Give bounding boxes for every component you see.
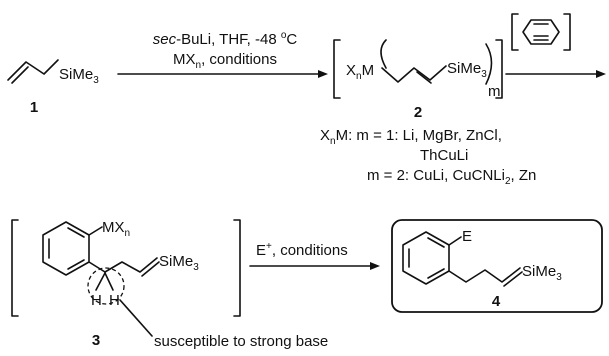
benzene-ring-3: [42, 221, 90, 276]
compound-2-double-bond: [416, 71, 432, 84]
step-1-arrow: [117, 70, 328, 78]
benzyne-reagent: [511, 13, 571, 51]
paren-left: [380, 39, 387, 69]
step-2-arrow-top: [505, 70, 606, 78]
compound-3-group: SiMe3: [159, 253, 199, 273]
left-bracket-3: [11, 219, 19, 317]
compound-2-label: 2: [414, 104, 422, 121]
compound-3-metal: MXn: [102, 219, 130, 239]
step-2-reagents: E+, conditions: [256, 241, 348, 259]
metal-list-line-3: m = 2: CuLi, CuCNLi2, Zn: [367, 167, 536, 187]
compound-4: E SiMe3 4: [391, 219, 603, 313]
highlight-circle: [87, 267, 125, 305]
paren-right: [485, 43, 493, 85]
compound-3-double-bond: [141, 261, 160, 277]
compound-2: XnM SiMe3 m 2: [333, 39, 503, 121]
compound-2-group: SiMe3: [447, 60, 487, 80]
compound-1-label: 1: [30, 99, 38, 116]
compound-2-chain: [381, 65, 447, 83]
compound-4-substituent: E: [462, 228, 472, 245]
right-bracket: [495, 39, 503, 99]
metal-list-line-1: XnM: m = 1: Li, MgBr, ZnCl,: [320, 127, 502, 147]
compound-4-chain: [448, 267, 521, 283]
compound-2-m: m: [488, 83, 501, 100]
compound-3-label: 3: [92, 332, 100, 349]
step-1-reagents: sec-BuLi, THF, -48 oC: [153, 30, 298, 48]
compound-3-h2: H: [109, 292, 120, 309]
left-bracket: [333, 39, 341, 99]
product-box: [391, 219, 603, 313]
compound-4-group: SiMe3: [522, 263, 562, 283]
benzene-ring-4: [402, 231, 450, 285]
compound-1: SiMe3 1: [7, 59, 99, 116]
allyl-double-bond: [11, 66, 29, 84]
compound-3: MXn SiMe3 H H 3: [11, 219, 241, 349]
step-1-conditions: MXn, conditions: [173, 51, 277, 71]
compound-1-group: SiMe3: [59, 66, 99, 86]
right-bracket-3: [233, 219, 241, 317]
compound-2-metal: XnM: [346, 62, 374, 82]
allyl-chain: [7, 59, 59, 81]
compound-4-double-bond: [503, 271, 523, 287]
benzyne-ring: [522, 19, 560, 45]
compound-4-label: 4: [492, 293, 501, 310]
compound-3-h1: H: [91, 292, 102, 309]
note-pointer: [119, 299, 153, 337]
note-text: susceptible to strong base: [154, 333, 328, 350]
metal-list-line-2: ThCuLi: [420, 147, 468, 164]
step-2-arrow: [249, 262, 380, 270]
